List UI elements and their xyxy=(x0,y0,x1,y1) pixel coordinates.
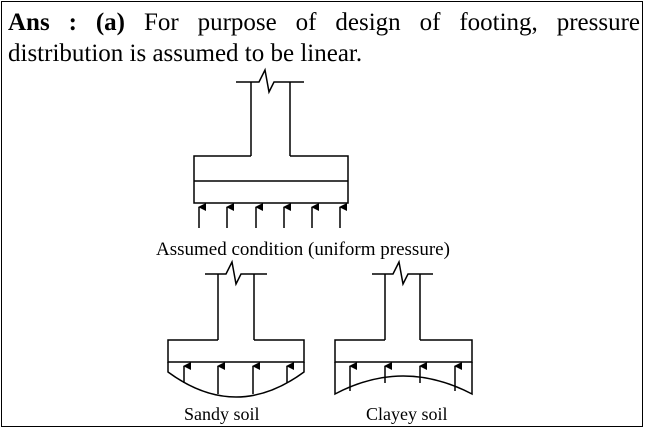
clayey-pressure-curve xyxy=(334,362,473,396)
sandy-footing xyxy=(167,259,305,398)
answer-label: Ans : xyxy=(8,9,77,36)
sandy-pressure-arrows xyxy=(183,362,294,394)
clayey-caption: Clayey soil xyxy=(366,404,448,424)
assumed-footing-outline xyxy=(193,155,349,204)
answer-text: For purpose of design of footing, pressu… xyxy=(8,9,641,67)
clayey-pressure-arrows xyxy=(349,362,462,391)
assumed-caption: Assumed condition (uniform pressure) xyxy=(156,239,450,260)
sandy-pressure-curve xyxy=(167,362,305,398)
answer-option: (a) xyxy=(95,9,126,36)
clayey-footing-outline xyxy=(334,339,473,363)
clayey-break-line xyxy=(372,259,433,287)
sandy-break-line xyxy=(205,259,267,287)
assumed-pressure-arrows xyxy=(198,203,347,228)
clayey-footing xyxy=(334,259,473,396)
assumed-break-line xyxy=(236,67,304,95)
sandy-caption: Sandy soil xyxy=(184,404,260,424)
sandy-footing-outline xyxy=(167,339,305,363)
answer-paragraph: Ans : (a) For purpose of design of footi… xyxy=(8,7,640,69)
assumed-footing xyxy=(193,67,349,204)
